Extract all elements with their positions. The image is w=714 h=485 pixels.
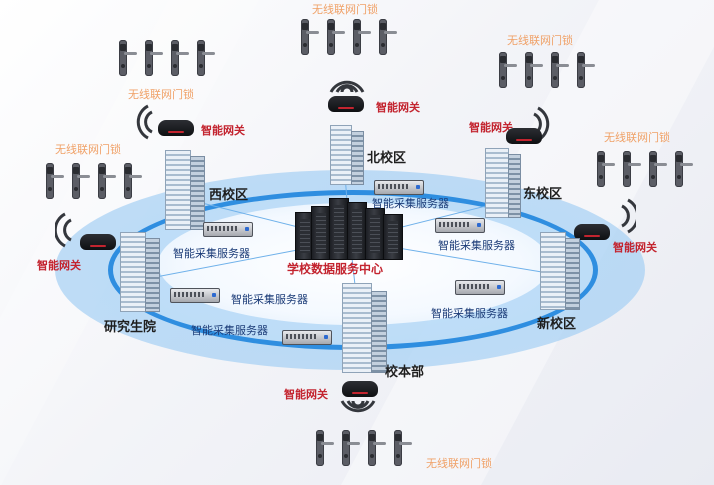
server-label: 智能采集服务器 — [372, 197, 449, 210]
door-lock-group-north — [300, 19, 397, 55]
door-lock-icon — [596, 151, 615, 187]
server-label: 智能采集服务器 — [438, 239, 515, 252]
server-icon — [170, 288, 220, 303]
campus-east-label: 东校区 — [523, 187, 563, 202]
door-lock-icon — [196, 40, 215, 76]
lock-label-new: 无线联网门锁 — [604, 131, 670, 144]
server-icon — [435, 218, 485, 233]
door-lock-icon — [144, 40, 163, 76]
door-lock-icon — [622, 151, 641, 187]
door-lock-group-new — [596, 151, 693, 187]
campus-new-label: 新校区 — [537, 317, 577, 332]
gateway-router-icon — [506, 126, 542, 144]
door-lock-group-east — [498, 52, 595, 88]
campus-building-icon — [330, 125, 364, 185]
gateway-label-graduate: 智能网关 — [37, 259, 81, 272]
gateway-label-east: 智能网关 — [469, 121, 513, 134]
door-lock-icon — [123, 163, 142, 199]
door-lock-icon — [326, 19, 345, 55]
campus-building-icon — [342, 283, 388, 373]
server-icon — [282, 330, 332, 345]
door-lock-icon — [118, 40, 137, 76]
door-lock-icon — [576, 52, 595, 88]
door-lock-icon — [674, 151, 693, 187]
campus-building-icon — [120, 232, 160, 312]
wifi-signal-icon — [329, 80, 365, 93]
campus-west-label: 西校区 — [209, 188, 249, 203]
door-lock-icon — [498, 52, 517, 88]
lock-label-west: 无线联网门锁 — [128, 88, 194, 101]
lock-label-main: 无线联网门锁 — [426, 457, 492, 470]
data-center-rack-icon — [295, 198, 407, 260]
door-lock-icon — [315, 430, 334, 466]
door-lock-icon — [97, 163, 116, 199]
door-lock-icon — [45, 163, 64, 199]
gateway-router-icon — [574, 222, 610, 240]
door-lock-group-main — [315, 430, 412, 466]
wifi-signal-icon — [621, 198, 636, 234]
server-label: 智能采集服务器 — [173, 247, 250, 260]
gateway-router-icon — [80, 232, 116, 250]
campus-building-icon — [485, 148, 521, 218]
door-lock-icon — [341, 430, 360, 466]
server-icon — [203, 222, 253, 237]
door-lock-icon — [378, 19, 397, 55]
wifi-signal-icon — [340, 400, 376, 413]
door-lock-icon — [648, 151, 667, 187]
door-lock-group-graduate — [45, 163, 142, 199]
door-lock-group-west — [118, 40, 215, 76]
gateway-label-main: 智能网关 — [284, 388, 328, 401]
server-icon — [374, 180, 424, 195]
gateway-label-west: 智能网关 — [201, 124, 245, 137]
campus-building-icon — [165, 150, 205, 230]
door-lock-icon — [550, 52, 569, 88]
door-lock-icon — [170, 40, 189, 76]
server-icon — [455, 280, 505, 295]
campus-north-label: 北校区 — [367, 151, 407, 166]
server-label: 智能采集服务器 — [231, 293, 308, 306]
server-label: 智能采集服务器 — [191, 324, 268, 337]
campus-building-icon — [540, 232, 580, 310]
door-lock-icon — [352, 19, 371, 55]
campus-graduate-label: 研究生院 — [104, 320, 157, 335]
gateway-label-north: 智能网关 — [376, 101, 420, 114]
wifi-signal-icon — [136, 104, 153, 140]
door-lock-icon — [300, 19, 319, 55]
gateway-router-icon — [328, 94, 364, 112]
door-lock-icon — [393, 430, 412, 466]
campus-main-label: 校本部 — [385, 365, 425, 380]
door-lock-icon — [71, 163, 90, 199]
lock-label-north: 无线联网门锁 — [312, 3, 378, 16]
lock-label-east: 无线联网门锁 — [507, 34, 573, 47]
door-lock-icon — [367, 430, 386, 466]
gateway-router-icon — [158, 118, 194, 136]
gateway-router-icon — [342, 379, 378, 397]
lock-label-graduate: 无线联网门锁 — [55, 143, 121, 156]
gateway-label-new: 智能网关 — [613, 241, 657, 254]
server-label: 智能采集服务器 — [431, 307, 508, 320]
data-center-label: 学校数据服务中心 — [287, 262, 384, 276]
wifi-signal-icon — [55, 212, 72, 248]
door-lock-icon — [524, 52, 543, 88]
